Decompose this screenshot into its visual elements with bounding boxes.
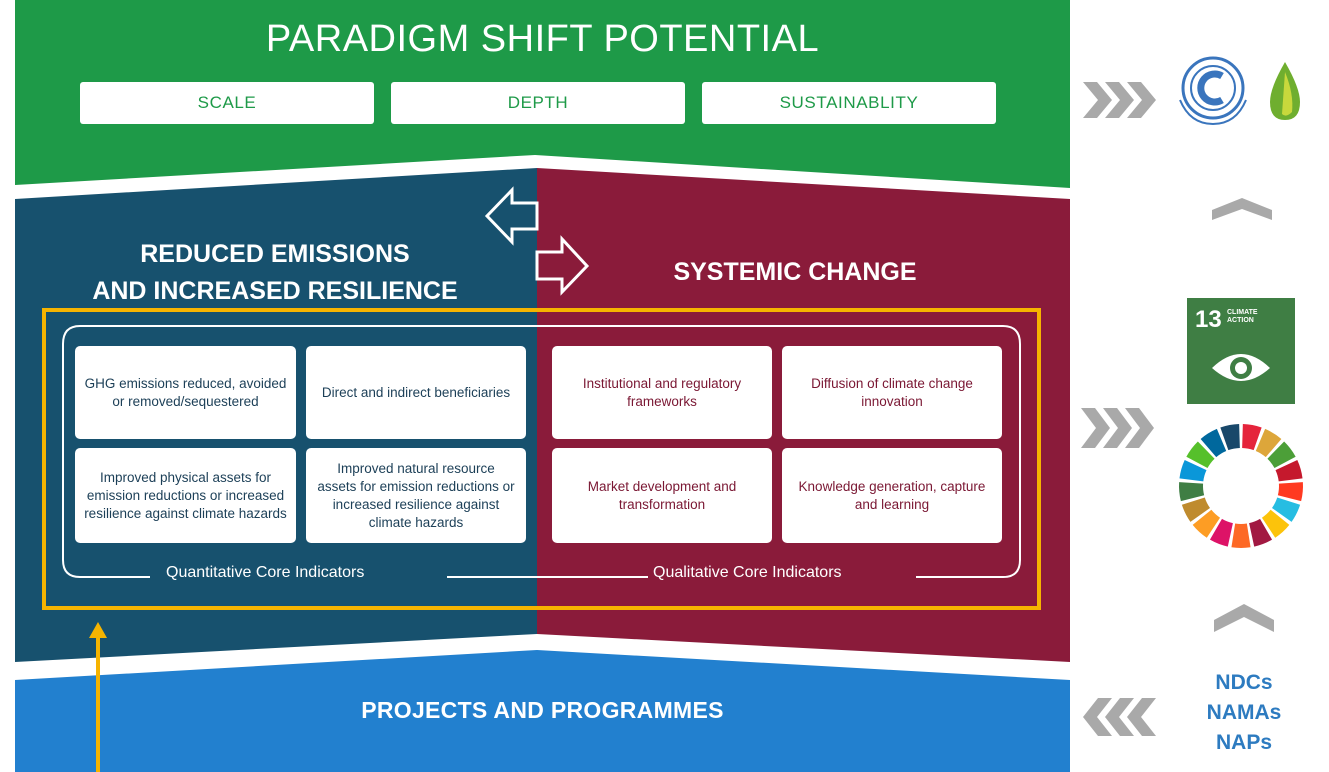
sdg-wheel-segment xyxy=(1231,523,1251,548)
sdg-wheel-segment xyxy=(1179,460,1207,482)
indicator-card: Direct and indirect beneficiaries xyxy=(306,346,526,439)
sdg-wheel-segment xyxy=(1209,518,1233,547)
plan-namas: NAMAs xyxy=(1206,701,1282,724)
pill-sustainability: SUSTAINABLITY xyxy=(702,82,996,124)
sdg-wheel-segment xyxy=(1200,428,1227,458)
highlight-box xyxy=(42,308,1041,610)
bidirectional-arrows-icon xyxy=(484,186,590,296)
sdg13-eye-icon xyxy=(1212,354,1270,381)
pill-scale: SCALE xyxy=(80,82,374,124)
indicator-card: Diffusion of climate change innovation xyxy=(782,346,1002,439)
indicator-card: Improved physical assets for emission re… xyxy=(75,448,296,543)
left-section-title-line2: AND INCREASED RESILIENCE xyxy=(92,277,458,305)
footer-band xyxy=(15,650,1070,772)
sdg13-tile xyxy=(1187,298,1295,404)
header-title: PARADIGM SHIFT POTENTIAL xyxy=(265,18,820,60)
indicator-card: GHG emissions reduced, avoided or remove… xyxy=(75,346,296,439)
unfccc-emblem-icon xyxy=(1179,56,1247,126)
national-plans-list: NDCs NAMAs NAPs xyxy=(1184,668,1304,758)
indicators-frame xyxy=(62,325,1021,578)
indicator-card: Institutional and regulatory frameworks xyxy=(552,346,772,439)
sdg-wheel-segment xyxy=(1186,441,1215,469)
chevrons-right-icon xyxy=(1083,82,1156,118)
left-section-title-line1: REDUCED EMISSIONS xyxy=(140,240,410,268)
sdg-wheel-segment xyxy=(1277,482,1303,502)
sdg-wheel-segment xyxy=(1181,497,1211,522)
sdg-wheel-segment xyxy=(1275,460,1303,482)
pill-depth: DEPTH xyxy=(391,82,685,124)
chevrons-left-icon xyxy=(1083,698,1156,736)
sdg-wheel-segment xyxy=(1255,428,1282,458)
sdg-wheel-segment xyxy=(1261,509,1290,538)
sdg13-text: CLIMATE ACTION xyxy=(1227,309,1258,324)
left-section-title: REDUCED EMISSIONS AND INCREASED RESILIEN… xyxy=(40,236,510,310)
indicator-card: Market development and transformation xyxy=(552,448,772,543)
chevron-up-icon xyxy=(1214,604,1274,632)
plan-naps: NAPs xyxy=(1215,731,1273,754)
upward-arrow-icon xyxy=(89,622,107,772)
footer-title: PROJECTS AND PROGRAMMES xyxy=(361,697,724,723)
right-section-title: SYSTEMIC CHANGE xyxy=(673,258,917,286)
sdg-wheel-icon xyxy=(1179,424,1303,548)
chevrons-right-icon xyxy=(1081,408,1154,448)
sdg-wheel-segment xyxy=(1220,424,1240,451)
sdg-wheel-segment xyxy=(1242,424,1262,451)
qualitative-indicators-label: Qualitative Core Indicators xyxy=(653,564,842,581)
indicator-card: Knowledge generation, capture and learni… xyxy=(782,448,1002,543)
sdg-wheel-segment xyxy=(1192,509,1221,538)
indicator-card: Improved natural resource assets for emi… xyxy=(306,448,526,543)
chevron-up-icon xyxy=(1212,198,1272,220)
sdg-wheel-segment xyxy=(1179,482,1205,502)
sdg-wheel-segment xyxy=(1267,441,1296,469)
sdg13-number: 13 xyxy=(1195,306,1222,333)
green-leaf-icon xyxy=(1270,62,1300,120)
sdg-wheel-segment xyxy=(1249,518,1273,547)
sdg-wheel-segment xyxy=(1271,497,1301,522)
plan-ndcs: NDCs xyxy=(1215,671,1273,694)
quantitative-indicators-label: Quantitative Core Indicators xyxy=(166,564,365,581)
